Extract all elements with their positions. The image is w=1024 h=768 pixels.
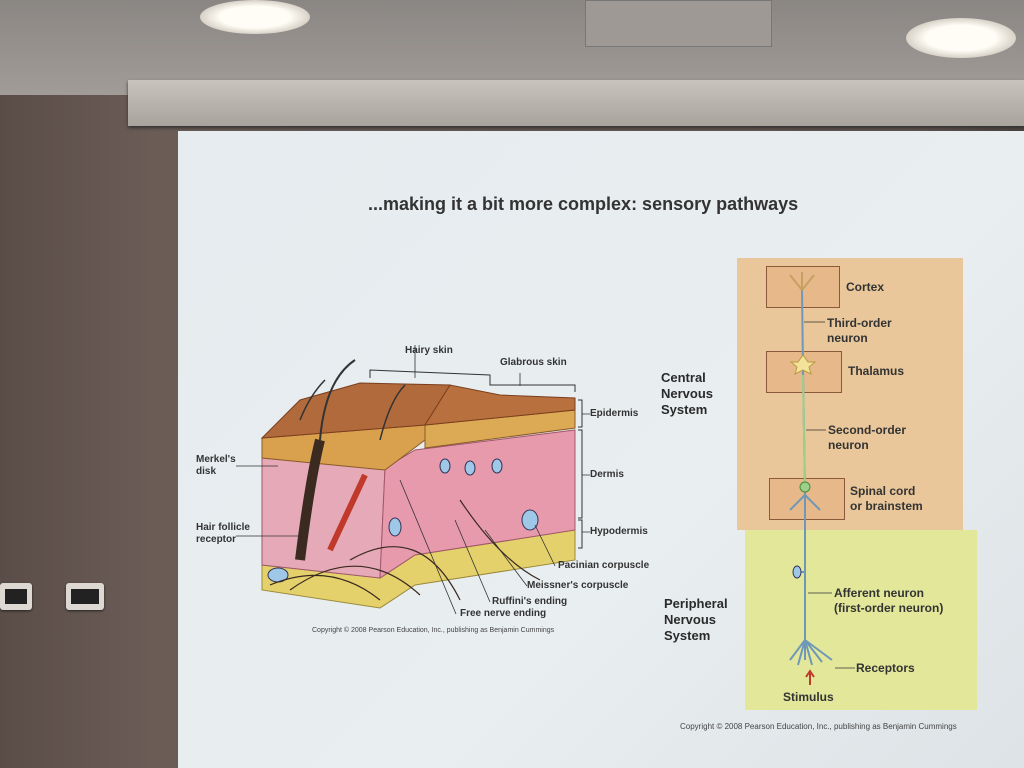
cortex-neuron — [789, 272, 815, 291]
skin-copyright: Copyright © 2008 Pearson Education, Inc.… — [312, 627, 555, 634]
meissner-shape-2 — [464, 460, 476, 476]
pathway-leader-lines — [804, 321, 855, 669]
nerve-fibers — [269, 499, 541, 601]
label-cns: Central Nervous System — [661, 370, 714, 417]
projector-screen-housing — [128, 80, 1024, 126]
label-hairy-skin: Hairy skin — [405, 345, 453, 356]
spinal-neuron — [799, 481, 811, 493]
neuron-pathway — [789, 272, 855, 685]
pacinian-corpuscle-shape — [521, 509, 539, 531]
skin-dermis-right — [379, 429, 576, 579]
receptor-branches — [789, 639, 833, 666]
label-spinal-cord: Spinal cord or brainstem — [850, 484, 923, 513]
ceiling-light-left — [200, 0, 310, 34]
meissner-shape-3 — [491, 458, 503, 474]
stimulus-arrow — [805, 669, 815, 685]
meissner-shape-1 — [439, 458, 451, 474]
label-free-nerve-ending: Free nerve ending — [460, 608, 547, 619]
thalamus-neuron — [789, 354, 817, 375]
wall-switch-left — [0, 583, 32, 610]
label-hair-follicle-receptor: Hair follicle receptor — [196, 522, 250, 545]
receptor-shape-1 — [388, 517, 402, 537]
label-dermis: Dermis — [590, 469, 624, 480]
label-cortex: Cortex — [846, 280, 885, 294]
blood-vessel — [327, 473, 368, 552]
label-ruffinis-ending: Ruffini's ending — [492, 596, 568, 607]
label-pns: Peripheral Nervous System — [664, 596, 728, 643]
layer-brackets — [578, 399, 583, 549]
hairy-skin-bracket — [369, 369, 491, 383]
wall-switch-right — [66, 583, 104, 610]
pns-panel — [745, 530, 977, 710]
label-epidermis: Epidermis — [590, 408, 639, 419]
label-glabrous-skin: Glabrous skin — [500, 357, 567, 368]
hair-strand-1 — [319, 359, 356, 441]
label-second-order: Second-order neuron — [828, 423, 907, 452]
label-afferent: Afferent neuron (first-order neuron) — [834, 586, 944, 615]
label-merkels-disk: Merkel's disk — [196, 454, 236, 477]
label-hypodermis: Hypodermis — [590, 526, 648, 537]
label-thalamus: Thalamus — [848, 364, 905, 378]
pathway-copyright: Copyright © 2008 Pearson Education, Inc.… — [680, 722, 957, 731]
skin-top-hairy — [260, 382, 451, 439]
label-stimulus: Stimulus — [783, 690, 834, 704]
skin-dermis-left — [261, 454, 386, 579]
label-pacinian-corpuscle: Pacinian corpuscle — [558, 560, 650, 571]
slide-title: ...making it a bit more complex: sensory… — [368, 194, 799, 214]
skin-top-glabrous — [424, 384, 576, 426]
second-order-axon — [802, 374, 806, 491]
hair-follicle — [295, 438, 325, 561]
ceiling-panel — [585, 0, 772, 47]
skin-illustration — [236, 345, 590, 615]
hair-strand-3 — [379, 384, 406, 441]
label-receptors: Receptors — [856, 661, 915, 675]
leader-lines — [236, 345, 590, 615]
label-meissners-corpuscle: Meissner's corpuscle — [527, 580, 629, 591]
spinal-dendrites — [789, 494, 821, 512]
ceiling-light-right — [906, 18, 1016, 58]
afferent-soma — [792, 565, 802, 579]
label-third-order: Third-order neuron — [827, 316, 892, 345]
glabrous-skin-bracket — [489, 378, 576, 392]
ceiling — [0, 0, 1024, 95]
hair-strand-2 — [299, 379, 326, 421]
